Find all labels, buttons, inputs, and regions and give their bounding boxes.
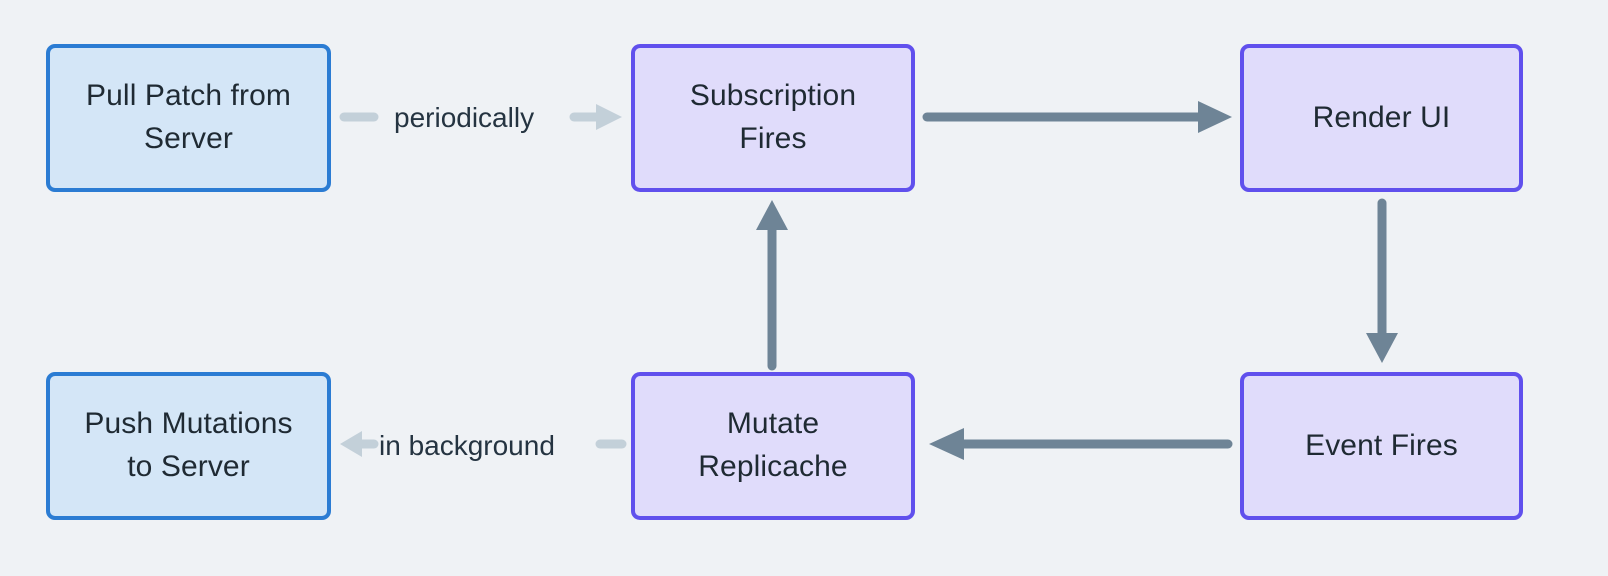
arrowhead-left-icon [340, 431, 362, 457]
edge-pull-patch-to-subscription [339, 104, 622, 130]
node-mutate-replicache[interactable]: Mutate Replicache [631, 372, 915, 520]
node-pull-patch-from-server[interactable]: Pull Patch from Server [46, 44, 331, 192]
arrowhead-left-icon [929, 428, 964, 460]
edge-render-to-event [1366, 198, 1398, 363]
arrowhead-down-icon [1366, 333, 1398, 363]
edge-mutate-to-subscription [756, 200, 788, 371]
edge-event-to-mutate [929, 428, 1233, 460]
node-subscription-fires[interactable]: Subscription Fires [631, 44, 915, 192]
arrowhead-right-icon [1198, 101, 1232, 133]
node-render-ui[interactable]: Render UI [1240, 44, 1523, 192]
edge-mutate-to-push-mutations [340, 431, 627, 457]
node-label: Mutate Replicache [698, 407, 848, 483]
edge-label-periodically: periodically [394, 102, 535, 133]
arrowhead-up-icon [756, 200, 788, 230]
node-label: Event Fires [1305, 428, 1458, 462]
node-push-mutations-to-server[interactable]: Push Mutations to Server [46, 372, 331, 520]
node-label: Pull Patch from Server [86, 79, 291, 155]
arrowhead-right-icon [596, 104, 622, 130]
node-label: Subscription Fires [689, 79, 857, 155]
edge-subscription-to-render [922, 101, 1232, 133]
node-label: Render UI [1312, 100, 1451, 134]
edge-label-in-background: in background [379, 430, 555, 461]
node-event-fires[interactable]: Event Fires [1240, 372, 1523, 520]
node-label: Push Mutations to Server [84, 407, 293, 483]
